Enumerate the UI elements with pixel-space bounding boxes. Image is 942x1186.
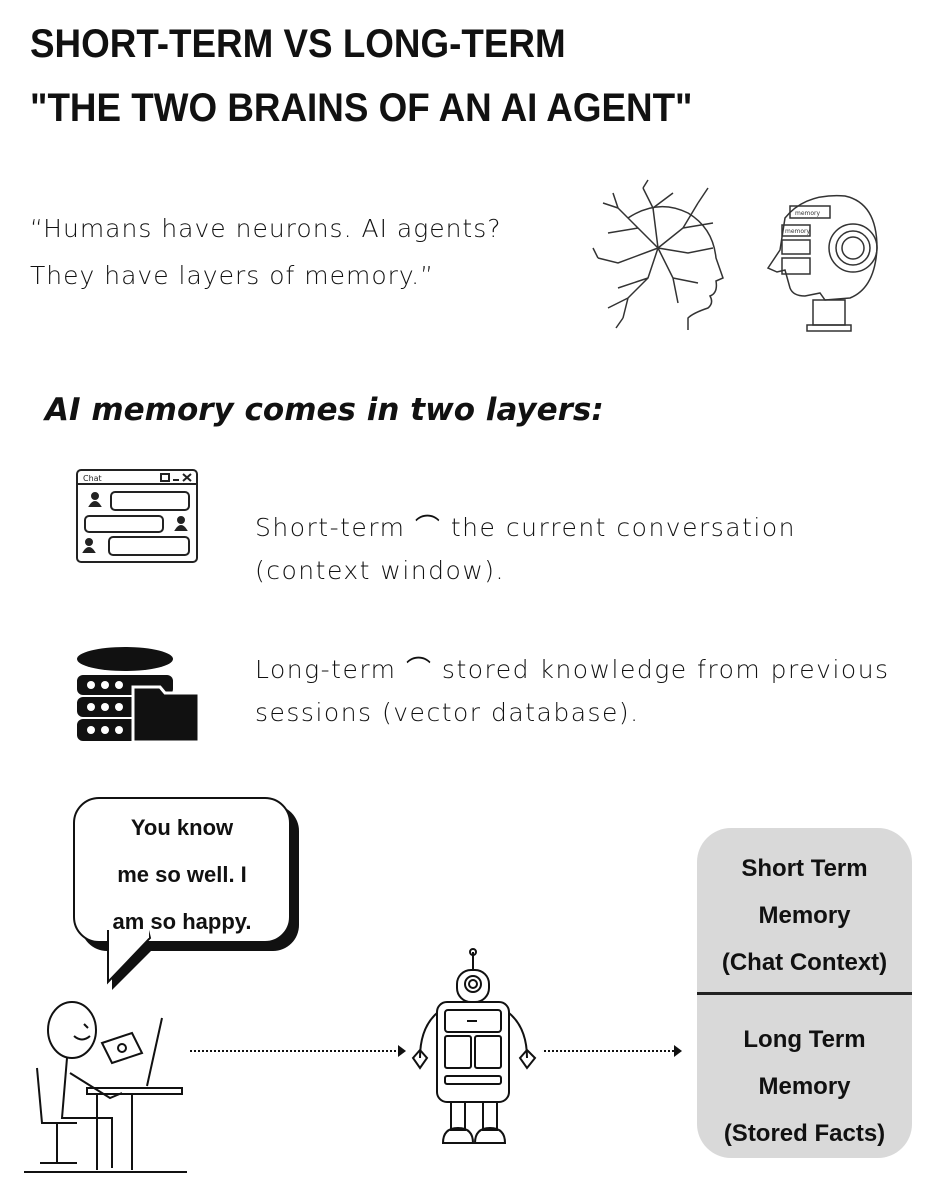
arrow-agent-to-memory [544,1045,682,1057]
human-neuron-head-icon [592,179,724,330]
short-term-description-line-2: (context window). [255,556,505,585]
short-term-description-line-1: Short-term ⌒ the current conversation [255,513,796,542]
robot-memory-head-icon: memory memory [766,194,878,332]
short-term-memory-line-3: (Chat Context) [721,949,888,976]
long-term-memory-line-2: Memory [758,1073,851,1100]
long-term-memory-line-1: Long Term [743,1026,866,1053]
chat-window-title: Chat [83,474,102,483]
short-term-memory-line-2: Memory [758,902,851,929]
quote-line-2: They have layers of memory.” [30,261,435,290]
long-term-memory-line-3: (Stored Facts) [723,1120,886,1147]
quote-line-1: “Humans have neurons. AI agents? [30,214,502,243]
section-subheading: AI memory comes in two layers: [45,392,604,428]
bubble-line-1: You know [130,815,234,840]
robot-memory-label: memory [795,210,821,217]
speech-bubble: You know me so well. I am so happy. [73,797,291,943]
person-at-laptop-icon [24,1001,187,1173]
memory-divider [697,992,912,995]
database-folder-icon [77,647,201,743]
long-term-description-line-1: Long-term ⌒ stored knowledge from previo… [255,655,890,684]
robot-memory-label: memory [785,228,811,235]
memory-box: Short Term Memory (Chat Context) Long Te… [697,828,912,1158]
speech-bubble-tail [107,930,160,990]
title-line-1: SHORT-TERM VS LONG-TERM [30,22,566,66]
title-line-2: "THE TWO BRAINS OF AN AI AGENT" [30,86,693,130]
robot-agent-icon [411,948,537,1144]
bubble-line-2: me so well. I [117,862,247,887]
chat-window-icon: Chat [76,469,198,563]
arrow-user-to-agent [190,1045,406,1057]
short-term-memory-line-1: Short Term [741,855,868,882]
long-term-description-line-2: sessions (vector database). [255,698,640,727]
